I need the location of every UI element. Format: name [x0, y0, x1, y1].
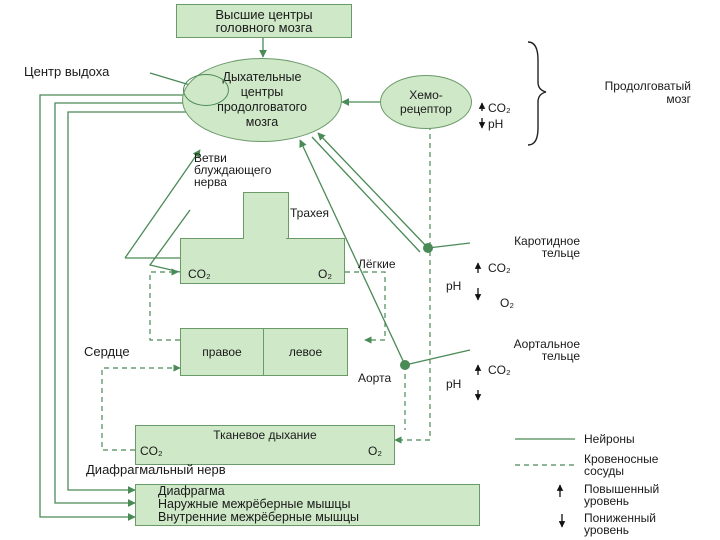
chemo-ph: pH	[488, 117, 504, 131]
lungs-feedback	[148, 209, 191, 273]
medulla-brace	[527, 41, 547, 146]
carotid-dot	[423, 243, 433, 253]
tissue-co2: CO₂	[140, 444, 163, 458]
heart-label: Сердце	[84, 344, 130, 359]
legend-vessels: Кровеносные сосуды	[584, 452, 659, 478]
heart-left-box: левое	[263, 328, 348, 376]
higher-centers-box: Высшие центры головного мозга	[176, 4, 352, 38]
lungs-co2: CO₂	[188, 267, 211, 281]
trachea-shape	[243, 192, 289, 241]
legend-neurons: Нейроны	[584, 432, 635, 446]
phrenic-label: Диафрагмальный нерв	[86, 462, 226, 477]
nerve-internal	[39, 94, 195, 521]
trachea-label: Трахея	[290, 206, 330, 220]
diaphragm-label: Диафрагма	[158, 484, 225, 498]
aortic-dot	[400, 360, 410, 370]
vessel-chemo	[394, 125, 431, 444]
nerve-external	[54, 102, 200, 507]
carotid-nerve	[317, 132, 429, 249]
vagus-label: Ветви блуждающего нерва	[194, 151, 272, 189]
level-arrows	[474, 102, 566, 528]
legend-increased: Повышенный уровень	[584, 482, 660, 508]
external-intercostal-label: Наружные межрёберные мышцы	[158, 497, 351, 511]
tissue-box: Тканевое дыхание	[135, 425, 395, 465]
chemo-co2: CO₂	[488, 101, 511, 115]
aortic-label: Аортальное тельце	[513, 337, 580, 363]
carotid-o2: O₂	[500, 296, 514, 310]
aortic-nerve	[299, 139, 406, 366]
aortic-co2: CO₂	[488, 363, 511, 377]
internal-intercostal-label: Внутренние межрёберные мышцы	[158, 510, 359, 524]
carotid-pointer	[427, 242, 471, 249]
vessel-tissue-heart	[101, 364, 181, 451]
muscles-box	[135, 484, 480, 526]
vessel-lungs-heart	[345, 271, 386, 344]
heart-right-box: правое	[180, 328, 264, 376]
chemoreceptor-ellipse: Хемо- рецептор	[380, 75, 472, 129]
carotid-ph: pH	[446, 279, 462, 293]
carotid-nerve-2	[311, 136, 421, 253]
carotid-label: Каротидное тельце	[514, 234, 580, 260]
aortic-ph: pH	[446, 377, 462, 391]
medulla-label: Продолговатый мозг	[604, 79, 691, 106]
vessel-heart-lungs	[149, 268, 180, 341]
expiration-center-circle	[183, 74, 229, 106]
expiration-center-label: Центр выдоха	[24, 64, 110, 79]
expiration-pointer	[149, 72, 191, 86]
vagus-line	[124, 149, 201, 259]
lungs-o2: O₂	[318, 267, 332, 281]
lungs-label: Лёгкие	[358, 257, 396, 271]
tissue-o2: O₂	[368, 444, 382, 458]
legend-decreased: Пониженный уровень	[584, 511, 656, 537]
nerve-diaphragm	[67, 111, 205, 494]
aorta-label: Аорта	[358, 371, 392, 385]
tissue-label: Тканевое дыхание	[213, 428, 317, 442]
aortic-pointer	[404, 349, 471, 366]
carotid-co2: CO₂	[488, 261, 511, 275]
